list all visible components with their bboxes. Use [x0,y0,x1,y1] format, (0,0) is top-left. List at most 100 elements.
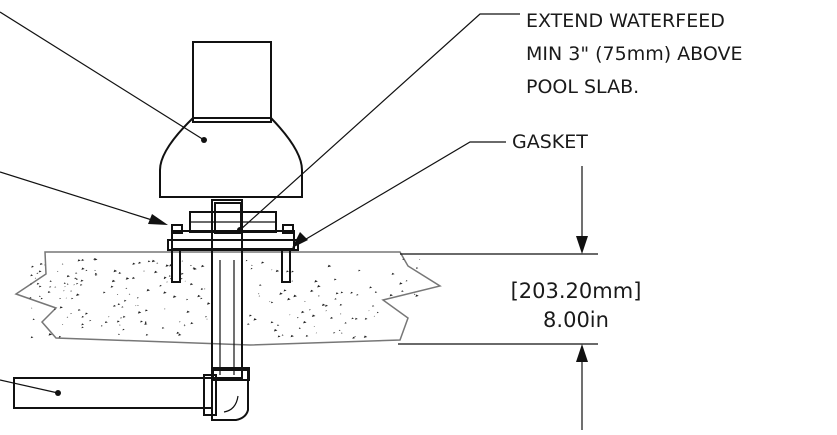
aggregate-speck [364,317,368,320]
aggregate-speck [100,325,103,327]
aggregate-speck [137,311,142,314]
waterfeed-note-line2: MIN 3" (75mm) ABOVE [526,43,743,65]
aggregate-speck [66,274,70,278]
aggregate-speck [125,287,128,290]
aggregate-speckles [29,258,421,339]
cover-top-cylinder [192,41,272,123]
aggregate-speck [275,269,280,273]
aggregate-speck [281,334,284,336]
aggregate-speck [352,336,356,339]
aggregate-speck [140,320,143,323]
aggregate-speck [261,261,265,264]
aggregate-speck [376,311,379,314]
aggregate-speck [116,320,120,323]
aggregate-speck [344,322,347,324]
aggregate-speck [31,307,33,309]
aggregate-speck [110,285,114,288]
aggregate-speck [144,322,148,325]
aggregate-speck [113,269,118,273]
aggregate-speck [151,259,156,263]
aggregate-speck [303,320,307,324]
dimension-lines [398,166,598,430]
aggregate-speck [369,286,373,289]
aggregate-speck [75,278,79,280]
aggregate-speck [57,270,59,272]
aggregate-speck [179,321,181,323]
aggregate-speck [401,290,404,292]
aggregate-speck [85,269,88,272]
aggregate-speck [32,318,35,321]
aggregate-speck [291,280,294,282]
aggregate-speck [39,262,43,265]
aggregate-speck [178,333,182,336]
aggregate-speck [38,285,42,288]
aggregate-speck [419,259,421,260]
aggregate-speck [249,314,252,317]
aggregate-speck [314,280,318,283]
aggregate-speck [245,259,248,262]
aggregate-speck [128,293,131,295]
concrete-slab [14,251,442,346]
aggregate-speck [310,289,314,293]
aggregate-speck [206,318,208,320]
aggregate-speck [143,270,145,272]
aggregate-speck [304,300,306,302]
aggregate-speck [168,275,171,277]
pipe-elbow [13,367,250,421]
aggregate-speck [80,279,84,282]
aggregate-speck [190,322,194,325]
aggregate-speck [258,293,260,295]
aggregate-speck [311,314,316,318]
aggregate-speck [287,297,291,301]
aggregate-speck [317,285,321,288]
aggregate-speck [53,308,57,310]
aggregate-speck [374,291,378,293]
aggregate-speck [363,335,368,338]
aggregate-speck [36,282,40,285]
aggregate-speck [147,260,151,263]
aggregate-speck [340,291,344,294]
aggregate-speck [59,306,63,309]
aggregate-speck [146,288,151,292]
aggregate-speck [161,326,165,329]
aggregate-speck [65,297,67,299]
aggregate-speck [373,315,376,317]
waterfeed-note-line1: EXTEND WATERFEED [526,10,725,32]
aggregate-speck [39,295,41,297]
aggregate-speck [164,308,166,310]
aggregate-speck [156,262,159,264]
aggregate-speck [283,289,287,292]
aggregate-speck [93,258,97,260]
aggregate-speck [402,258,405,261]
aggregate-speck [333,331,336,334]
aggregate-speck [354,317,358,320]
aggregate-speck [95,274,98,276]
slab-outline [14,251,442,346]
aggregate-speck [324,304,329,307]
aggregate-speck [111,279,116,283]
aggregate-speck [123,299,127,302]
aggregate-speck [334,298,337,300]
aggregate-speck [104,321,108,324]
aggregate-speck [277,324,280,326]
dimension-metric: [203.20mm] [511,279,642,303]
aggregate-speck [61,263,64,265]
aggregate-speck [63,290,65,292]
aggregate-speck [415,294,419,297]
aggregate-speck [81,267,85,270]
aggregate-speck [36,272,39,274]
aggregate-speck [184,325,186,327]
aggregate-speck [250,267,253,270]
aggregate-speck [279,292,283,295]
aggregate-speck [172,295,177,298]
aggregate-speck [132,276,136,280]
aggregate-speck [339,303,343,306]
aggregate-speck [47,290,51,294]
aggregate-speck [305,334,309,337]
aggregate-speck [118,333,121,336]
aggregate-speck [286,270,289,273]
aggregate-speck [290,334,294,338]
aggregate-speck [291,270,294,273]
aggregate-speck [59,297,62,300]
aggregate-speck [183,324,186,326]
